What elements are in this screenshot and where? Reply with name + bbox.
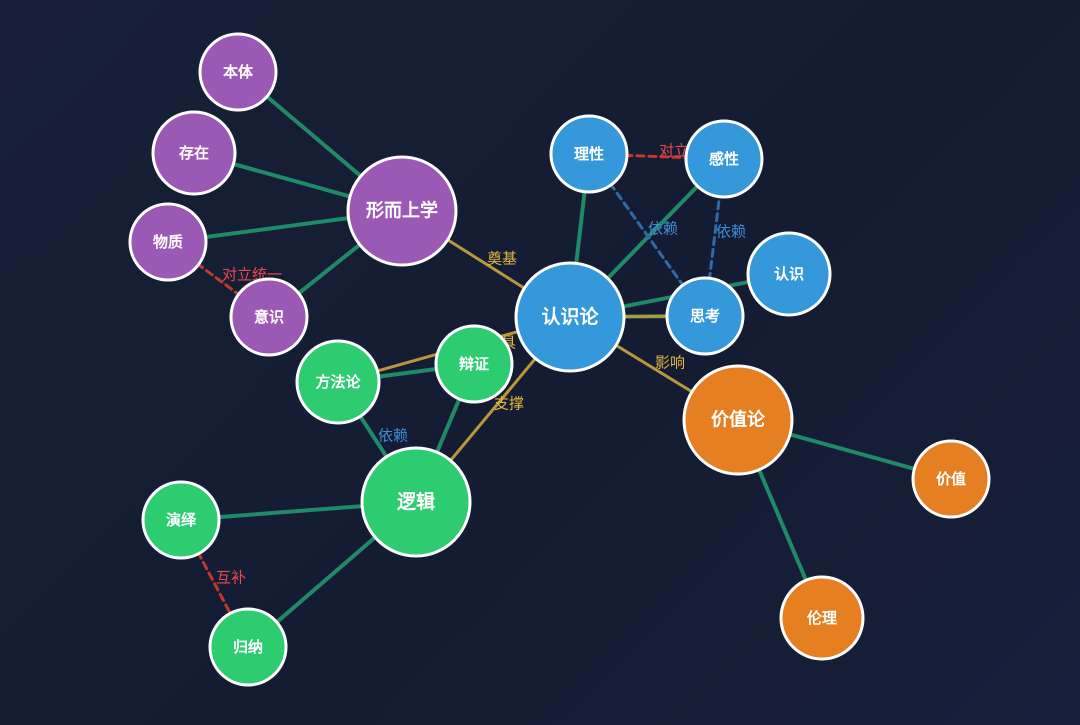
node-lunli[interactable]: 伦理 <box>779 575 865 661</box>
edge-label-fangfalun-luoji: 依赖 <box>378 427 408 445</box>
node-label-luoji: 逻辑 <box>397 490 435 513</box>
node-label-renshilun: 认识论 <box>541 305 599 328</box>
node-circle-bianzheng[interactable] <box>434 324 514 404</box>
node-ganxing[interactable]: 感性 <box>684 119 764 199</box>
node-circle-yishi[interactable] <box>229 277 309 357</box>
node-lixing[interactable]: 理性 <box>549 114 629 194</box>
node-label-xingershangxue: 形而上学 <box>366 200 438 222</box>
node-circle-luoji[interactable] <box>360 446 472 558</box>
node-cunzai[interactable]: 存在 <box>151 110 237 196</box>
node-circle-sikao[interactable] <box>665 276 745 356</box>
node-fangfalun[interactable]: 方法论 <box>295 339 381 425</box>
node-circle-renshilun[interactable] <box>514 261 626 373</box>
node-luoji[interactable]: 逻辑 <box>360 446 472 558</box>
node-circle-guina[interactable] <box>208 607 288 687</box>
node-label-renshi: 认识 <box>774 265 804 283</box>
node-label-ganxing: 感性 <box>709 150 739 168</box>
edge-wuzhi-yishi <box>166 240 271 319</box>
node-circle-cunzai[interactable] <box>151 110 237 196</box>
node-renshilun[interactable]: 认识论 <box>514 261 626 373</box>
node-yanyi[interactable]: 演绎 <box>141 480 221 560</box>
node-jiazhilun[interactable]: 价值论 <box>682 364 794 476</box>
node-circle-wuzhi[interactable] <box>128 202 208 282</box>
edge-label-luoji-renshilun: 支撑 <box>494 395 524 413</box>
node-jiazhi[interactable]: 价值 <box>911 439 991 519</box>
edge-label-renshilun-jiazhilun: 影响 <box>655 354 685 372</box>
node-bianzheng[interactable]: 辩证 <box>434 324 514 404</box>
node-label-wuzhi: 物质 <box>153 233 183 251</box>
node-label-lunli: 伦理 <box>807 609 837 627</box>
node-label-bianzheng: 辩证 <box>459 355 489 373</box>
node-label-sikao: 思考 <box>690 307 720 325</box>
node-circle-yanyi[interactable] <box>141 480 221 560</box>
node-circle-lixing[interactable] <box>549 114 629 194</box>
edge-label-yanyi-guina: 互补 <box>216 569 246 587</box>
node-label-guina: 归纳 <box>233 638 263 656</box>
node-circle-fangfalun[interactable] <box>295 339 381 425</box>
edge-label-xingershangxue-renshilun: 奠基 <box>487 250 517 268</box>
node-circle-ganxing[interactable] <box>684 119 764 199</box>
node-label-lixing: 理性 <box>574 145 604 163</box>
node-guina[interactable]: 归纳 <box>208 607 288 687</box>
node-wuzhi[interactable]: 物质 <box>128 202 208 282</box>
edge-label-sikao-lixing: 依赖 <box>648 220 678 238</box>
node-label-fangfalun: 方法论 <box>315 373 361 391</box>
node-yishi[interactable]: 意识 <box>229 277 309 357</box>
node-circle-jiazhi[interactable] <box>911 439 991 519</box>
edge-sikao-lixing <box>587 152 707 318</box>
node-renshi[interactable]: 认识 <box>746 231 832 317</box>
node-sikao[interactable]: 思考 <box>665 276 745 356</box>
node-xingershangxue[interactable]: 形而上学 <box>346 155 458 267</box>
node-benti[interactable]: 本体 <box>198 32 278 112</box>
node-circle-benti[interactable] <box>198 32 278 112</box>
node-circle-jiazhilun[interactable] <box>682 364 794 476</box>
node-label-yanyi: 演绎 <box>166 511 197 529</box>
edge-label-sikao-ganxing: 依赖 <box>716 223 746 241</box>
node-label-yishi: 意识 <box>254 308 284 326</box>
node-circle-renshi[interactable] <box>746 231 832 317</box>
node-label-cunzai: 存在 <box>179 144 209 162</box>
node-label-benti: 本体 <box>223 63 254 81</box>
node-circle-xingershangxue[interactable] <box>346 155 458 267</box>
node-circle-lunli[interactable] <box>779 575 865 661</box>
node-label-jiazhi: 价值 <box>936 470 966 488</box>
node-label-jiazhilun: 价值论 <box>711 409 766 431</box>
